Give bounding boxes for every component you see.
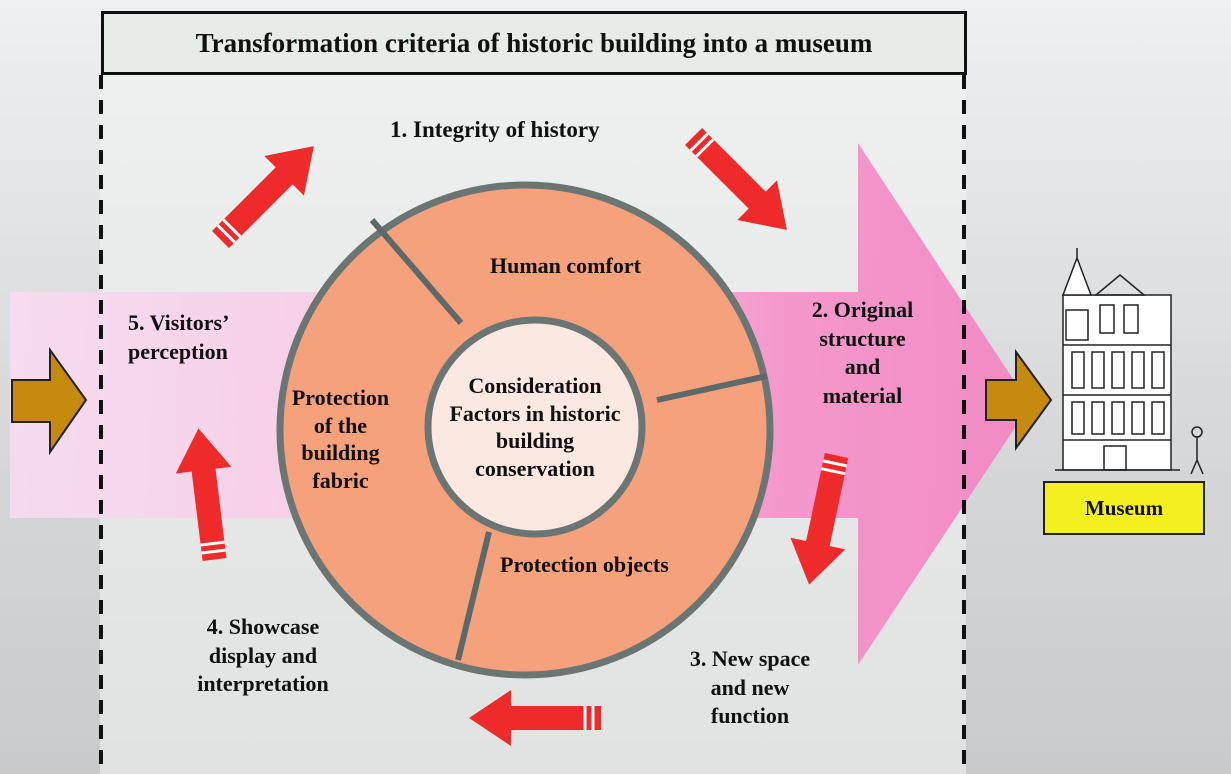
center-circle (424, 316, 646, 538)
protection-fabric-line-1: Protection (291, 385, 390, 410)
criterion-2-line-3: and (844, 354, 881, 380)
center-line-2: Factors in historic (449, 400, 621, 426)
criterion-3-line-2: and new (710, 674, 790, 700)
criterion-2-line-1: 2. Original (811, 297, 914, 322)
protection-fabric-line-4: fabric (312, 467, 369, 493)
red-arrow-bottom-left (469, 690, 601, 746)
criterion-5-line-1: 5. Visitors’ (128, 310, 230, 335)
criterion-2-line-4: material (822, 382, 903, 408)
center-line-4: conservation (475, 455, 595, 481)
red-arrow-left-up (175, 428, 232, 561)
center-line-1: Consideration (468, 373, 602, 398)
criterion-5-label: 5. Visitors’ perception (128, 309, 229, 366)
center-line-3: building (495, 428, 575, 453)
red-arrow-right-down (790, 453, 849, 585)
diagram-title: Transformation criteria of historic buil… (101, 11, 967, 75)
museum-label-box: Museum (1043, 481, 1205, 535)
criterion-4-line-2: display and (208, 642, 318, 668)
center-label: Consideration Factors in historic buildi… (425, 372, 645, 482)
ring-divider-1 (369, 218, 464, 325)
ring-divider-3 (455, 531, 492, 661)
museum-building-icon (1055, 248, 1204, 475)
red-arrow-top-left (212, 146, 314, 248)
output-arrow-icon (985, 348, 1053, 452)
criterion-3-line-3: function (710, 703, 790, 729)
ring-divider-2 (656, 373, 768, 403)
criterion-1-label: 1. Integrity of history (390, 117, 600, 142)
protection-fabric-line-3: building (301, 440, 380, 465)
red-arrow-top-right (685, 128, 787, 230)
criterion-5-line-2: perception (128, 338, 228, 364)
segment-protection-fabric: Protection of the building fabric (278, 384, 403, 494)
criterion-3-label: 3. New space and new function (660, 645, 840, 731)
criterion-2-line-2: structure (819, 325, 906, 351)
input-arrow-icon (11, 346, 88, 456)
criterion-4-line-1: 4. Showcase (206, 614, 320, 639)
criterion-4-line-3: interpretation (197, 671, 329, 697)
segment-human-comfort: Human comfort (490, 253, 641, 278)
criterion-2-label: 2. Original structure and material (790, 296, 935, 410)
criterion-4-label: 4. Showcase display and interpretation (168, 613, 358, 699)
criterion-3-line-1: 3. New space (689, 646, 811, 671)
segment-protection-objects: Protection objects (500, 552, 669, 577)
protection-fabric-line-2: of the (313, 412, 368, 438)
